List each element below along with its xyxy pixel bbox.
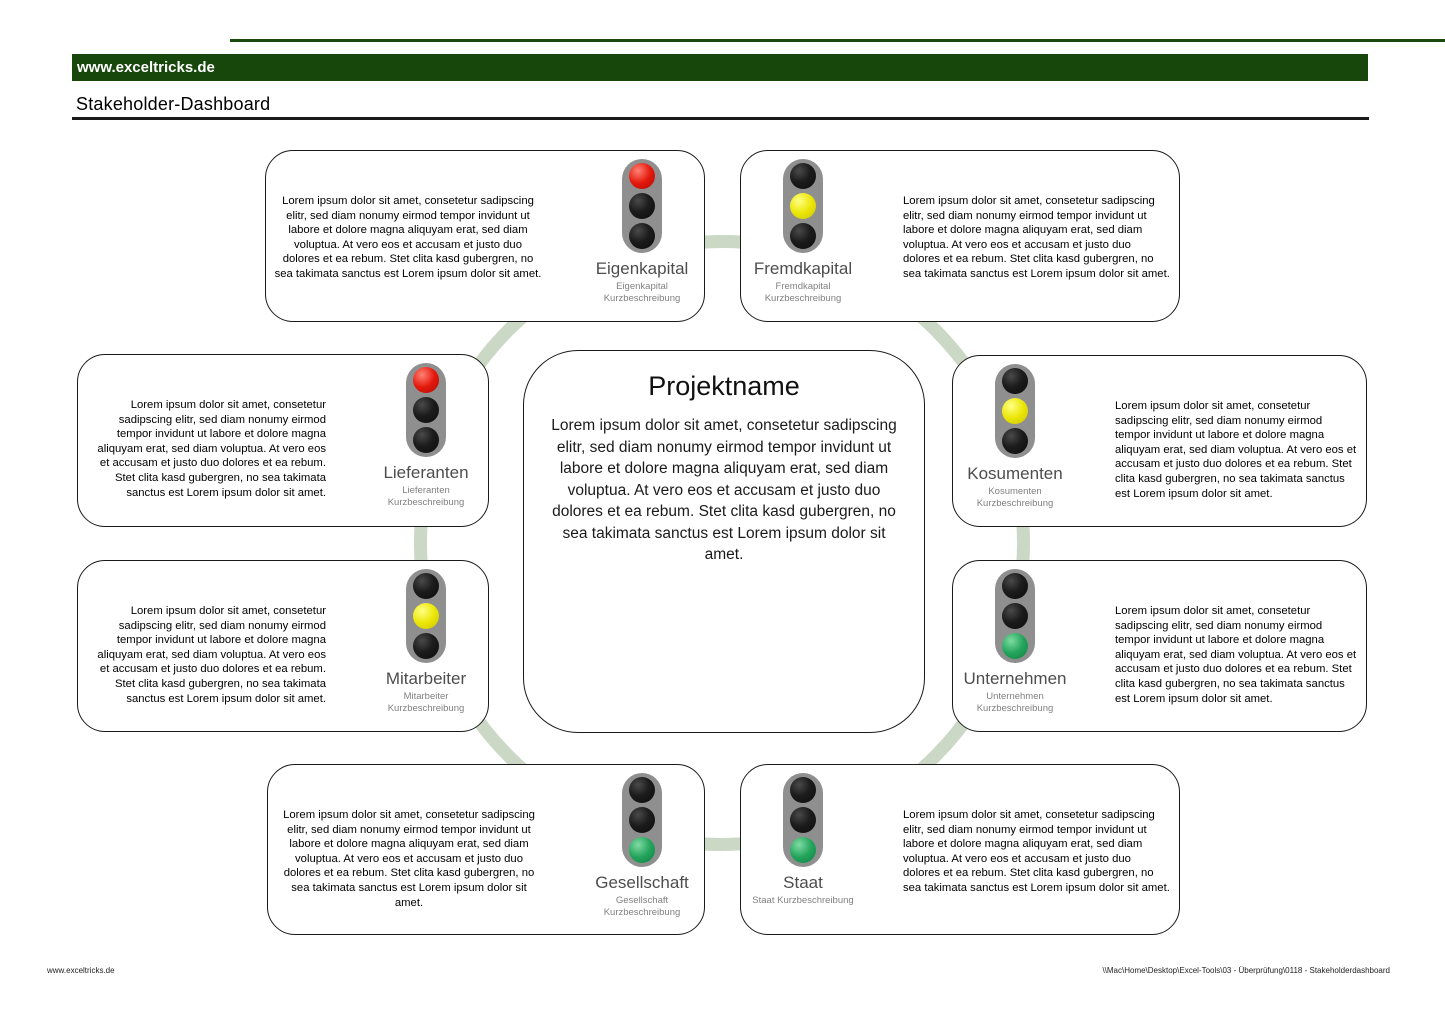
green-bulb-icon	[790, 837, 816, 863]
traffic-light-icon	[783, 159, 823, 253]
red-bulb-icon	[629, 777, 655, 803]
green-bulb-icon	[1002, 633, 1028, 659]
stakeholder-sublabel: Lieferanten Kurzbeschreibung	[387, 485, 465, 508]
stakeholder-sublabel: Fremdkapital Kurzbeschreibung	[764, 281, 842, 304]
stakeholder-card-gesellschaft[interactable]: Lorem ipsum dolor sit amet, consetetur s…	[267, 764, 705, 935]
red-bulb-icon	[1002, 573, 1028, 599]
footer-site: www.exceltricks.de	[47, 966, 115, 975]
status-column: Mitarbeiter Mitarbeiter Kurzbeschreibung	[364, 561, 488, 731]
status-column: Lieferanten Lieferanten Kurzbeschreibung	[364, 355, 488, 526]
stakeholder-sublabel: Mitarbeiter Kurzbeschreibung	[387, 691, 465, 714]
project-description: Lorem ipsum dolor sit amet, consetetur s…	[551, 417, 897, 563]
yellow-bulb-icon	[629, 193, 655, 219]
green-bulb-icon	[629, 223, 655, 249]
stakeholder-sublabel: Eigenkapital Kurzbeschreibung	[603, 281, 681, 304]
yellow-bulb-icon	[790, 193, 816, 219]
page-title: Stakeholder-Dashboard	[76, 94, 271, 114]
header-accent-line	[230, 39, 1445, 42]
status-column: Staat Staat Kurzbeschreibung	[741, 765, 865, 934]
stakeholder-card-lieferanten[interactable]: Lorem ipsum dolor sit amet, consetetur s…	[77, 354, 489, 527]
yellow-bulb-icon	[1002, 398, 1028, 424]
yellow-bulb-icon	[413, 397, 439, 423]
traffic-light-icon	[622, 159, 662, 253]
stakeholder-card-unternehmen[interactable]: Lorem ipsum dolor sit amet, consetetur s…	[952, 560, 1367, 732]
project-card[interactable]: Projektname Lorem ipsum dolor sit amet, …	[523, 350, 925, 733]
yellow-bulb-icon	[790, 807, 816, 833]
stakeholder-description: Lorem ipsum dolor sit amet, consetetur s…	[1115, 605, 1357, 705]
red-bulb-icon	[629, 163, 655, 189]
stakeholder-sublabel: Gesellschaft Kurzbeschreibung	[603, 895, 681, 918]
green-bulb-icon	[790, 223, 816, 249]
stakeholder-description: Lorem ipsum dolor sit amet, consetetur s…	[903, 809, 1170, 894]
yellow-bulb-icon	[413, 603, 439, 629]
stakeholder-description: Lorem ipsum dolor sit amet, consetetur s…	[274, 195, 542, 280]
yellow-bulb-icon	[629, 807, 655, 833]
red-bulb-icon	[413, 367, 439, 393]
stakeholder-sublabel: Staat Kurzbeschreibung	[752, 895, 854, 906]
green-bulb-icon	[413, 427, 439, 453]
traffic-light-icon	[406, 363, 446, 457]
stakeholder-card-mitarbeiter[interactable]: Lorem ipsum dolor sit amet, consetetur s…	[77, 560, 489, 732]
stakeholder-card-kosumenten[interactable]: Lorem ipsum dolor sit amet, consetetur s…	[952, 355, 1367, 527]
title-divider	[72, 117, 1369, 120]
stakeholder-name: Eigenkapital	[595, 259, 689, 278]
stakeholder-name: Mitarbeiter	[385, 669, 467, 688]
project-title: Projektname	[648, 371, 800, 401]
stakeholder-sublabel: Kosumenten Kurzbeschreibung	[976, 486, 1054, 509]
green-bulb-icon	[629, 837, 655, 863]
red-bulb-icon	[413, 573, 439, 599]
red-bulb-icon	[790, 777, 816, 803]
status-column: Eigenkapital Eigenkapital Kurzbeschreibu…	[580, 151, 704, 321]
stakeholder-name: Unternehmen	[963, 669, 1067, 688]
traffic-light-icon	[995, 569, 1035, 663]
stakeholder-description: Lorem ipsum dolor sit amet, consetetur s…	[283, 809, 535, 909]
traffic-light-icon	[406, 569, 446, 663]
stakeholder-description: Lorem ipsum dolor sit amet, consetetur s…	[903, 195, 1170, 280]
stakeholder-description: Lorem ipsum dolor sit amet, consetetur s…	[1115, 400, 1357, 500]
status-column: Unternehmen Unternehmen Kurzbeschreibung	[953, 561, 1077, 731]
stakeholder-card-eigenkapital[interactable]: Lorem ipsum dolor sit amet, consetetur s…	[265, 150, 705, 322]
traffic-light-icon	[783, 773, 823, 867]
status-column: Kosumenten Kosumenten Kurzbeschreibung	[953, 356, 1077, 526]
stakeholder-name: Lieferanten	[383, 463, 469, 482]
stakeholder-card-staat[interactable]: Lorem ipsum dolor sit amet, consetetur s…	[740, 764, 1180, 935]
green-bulb-icon	[413, 633, 439, 659]
stakeholder-card-fremdkapital[interactable]: Lorem ipsum dolor sit amet, consetetur s…	[740, 150, 1180, 322]
stakeholder-description: Lorem ipsum dolor sit amet, consetetur s…	[97, 399, 326, 499]
green-bulb-icon	[1002, 428, 1028, 454]
traffic-light-icon	[995, 364, 1035, 458]
yellow-bulb-icon	[1002, 603, 1028, 629]
brand-bar: www.exceltricks.de	[72, 54, 1368, 81]
red-bulb-icon	[790, 163, 816, 189]
stakeholder-sublabel: Unternehmen Kurzbeschreibung	[976, 691, 1054, 714]
stakeholder-name: Fremdkapital	[753, 259, 853, 278]
red-bulb-icon	[1002, 368, 1028, 394]
stakeholder-description: Lorem ipsum dolor sit amet, consetetur s…	[97, 605, 326, 705]
status-column: Fremdkapital Fremdkapital Kurzbeschreibu…	[741, 151, 865, 321]
stakeholder-name: Gesellschaft	[595, 873, 689, 892]
footer-file-path: \\Mac\Home\Desktop\Excel-Tools\03 - Über…	[1102, 966, 1390, 975]
stakeholder-name: Kosumenten	[967, 464, 1063, 483]
stakeholder-name: Staat	[783, 873, 823, 892]
traffic-light-icon	[622, 773, 662, 867]
status-column: Gesellschaft Gesellschaft Kurzbeschreibu…	[580, 765, 704, 934]
